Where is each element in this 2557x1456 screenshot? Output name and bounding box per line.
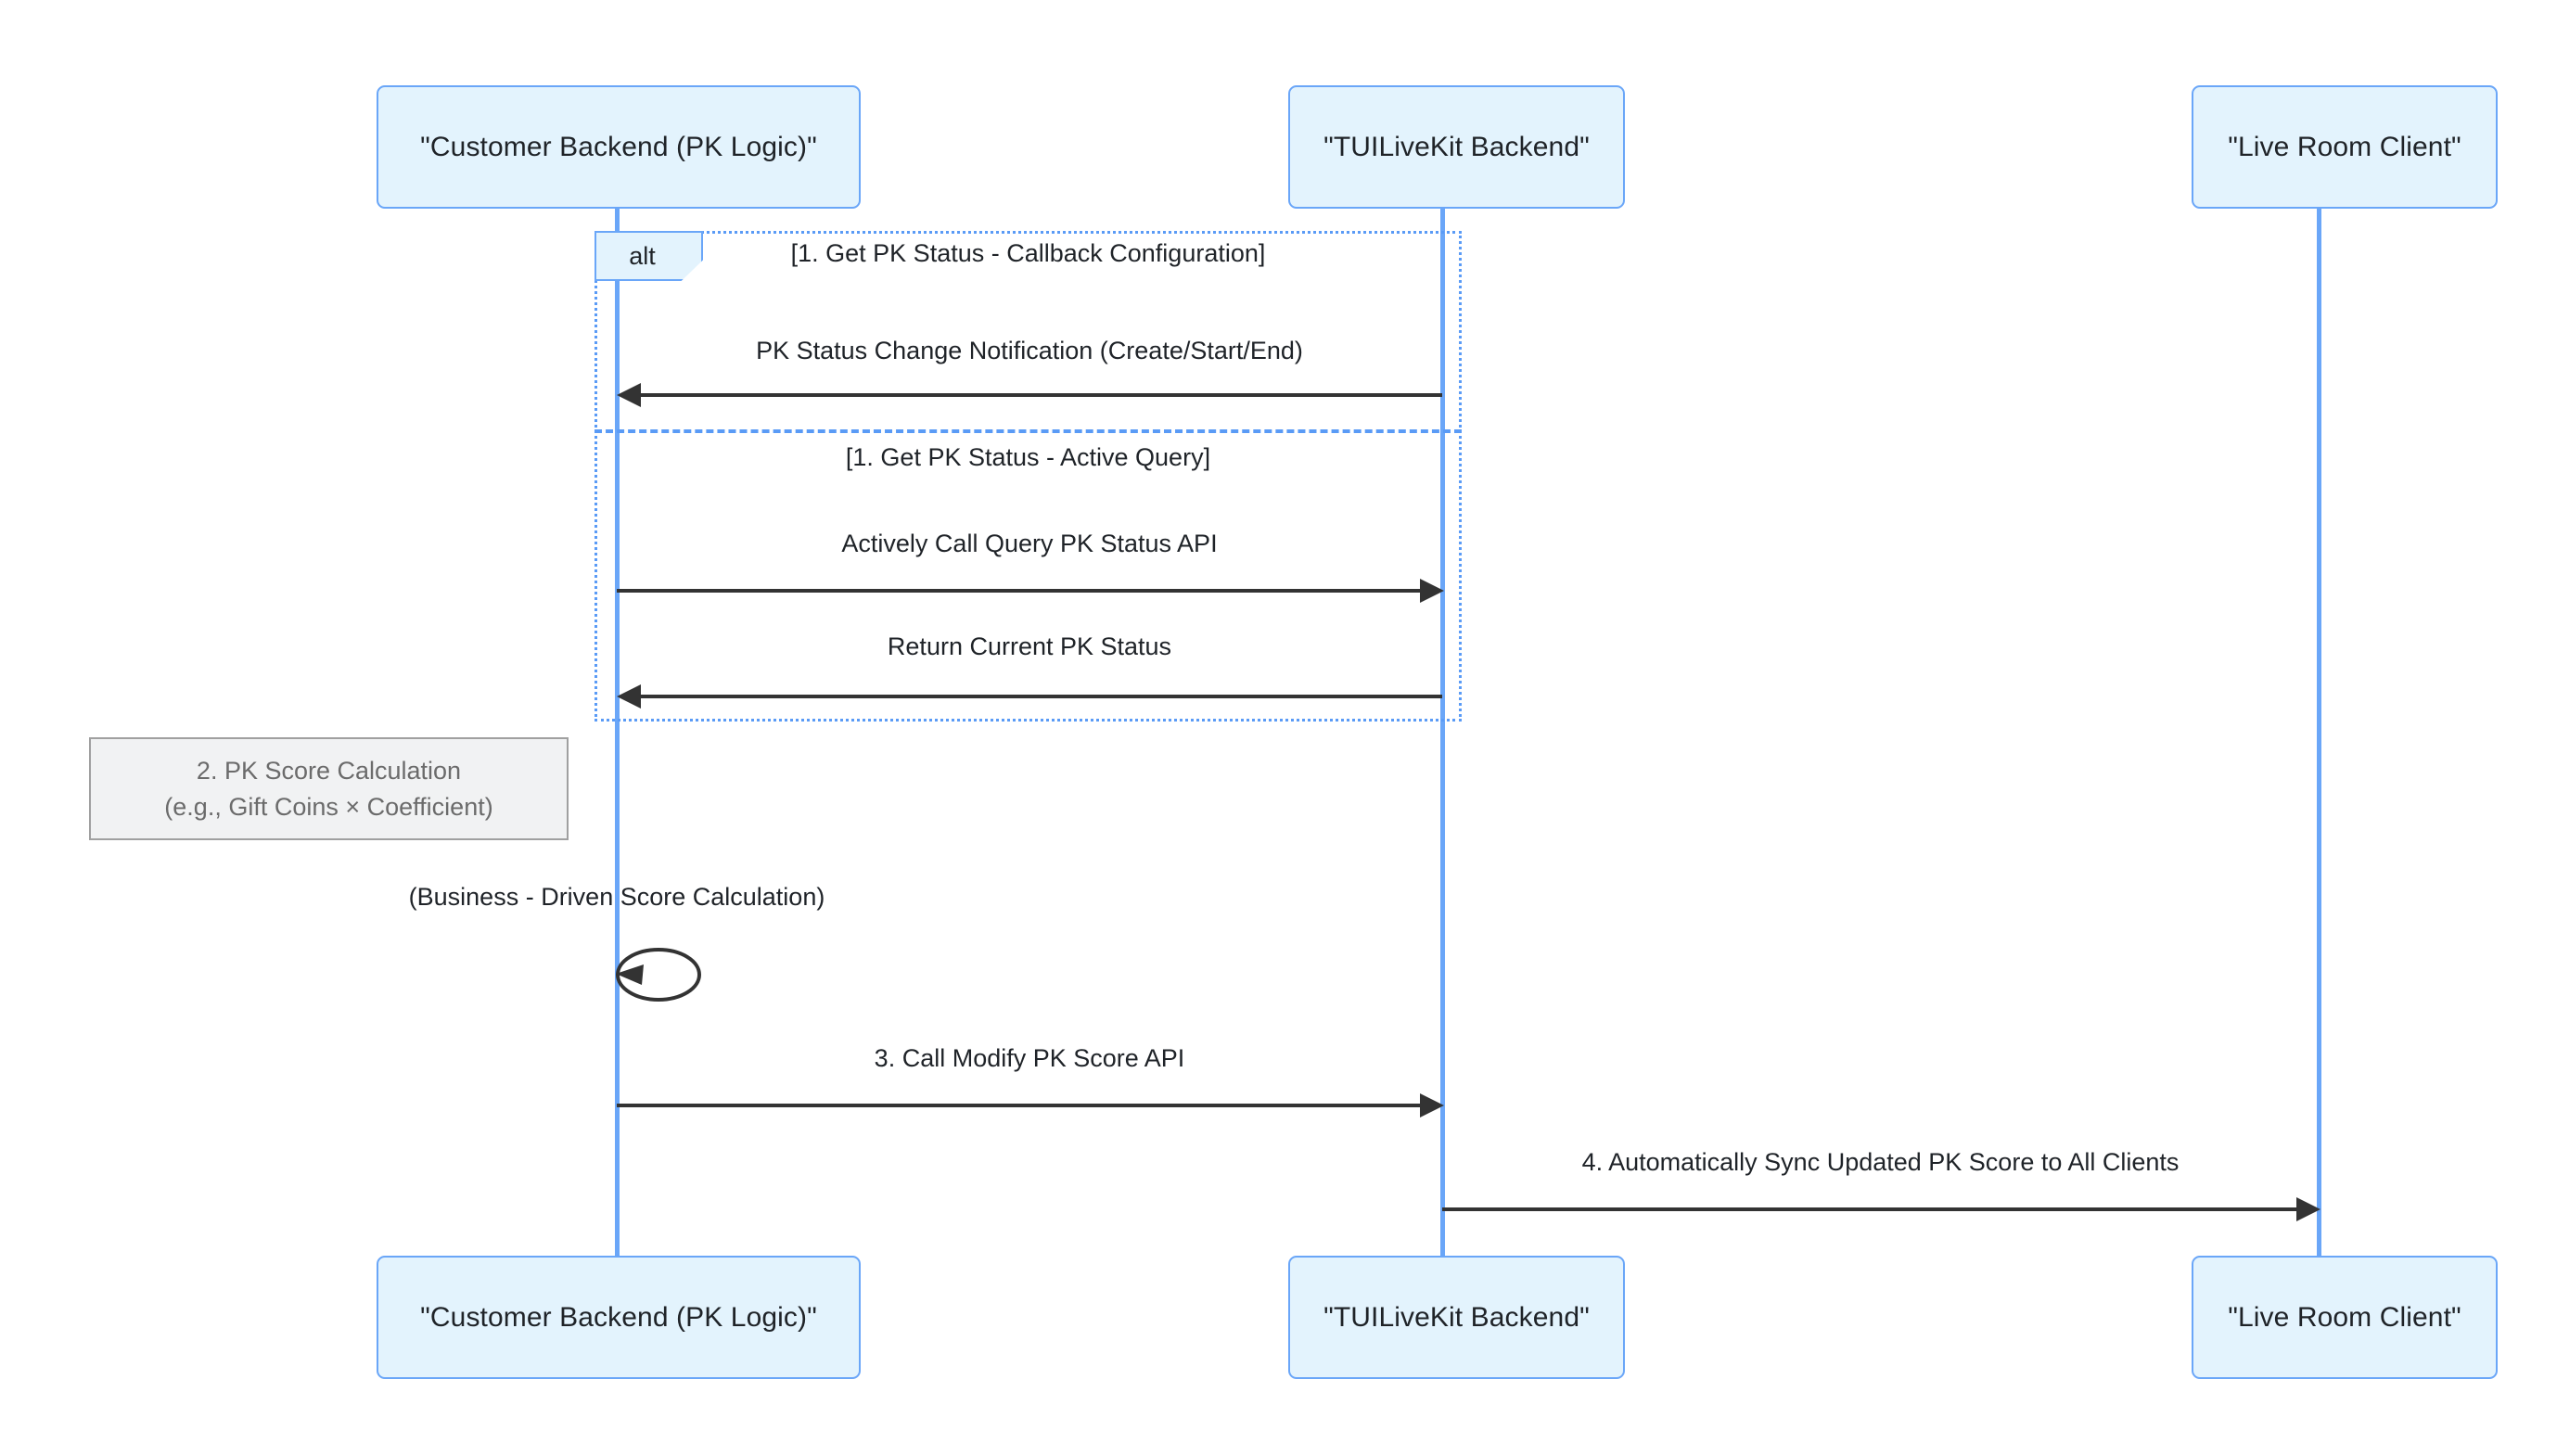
alt-branch-divider <box>595 429 1462 433</box>
participant-top-live-room-client[interactable]: "Live Room Client" <box>2192 85 2498 209</box>
arrow-head-right-5 <box>1420 1093 1444 1118</box>
message-line-5 <box>617 1104 1430 1107</box>
message-line-3 <box>629 695 1442 698</box>
message-text: 4. Automatically Sync Updated PK Score t… <box>1581 1148 2180 1176</box>
message-label-6: 4. Automatically Sync Updated PK Score t… <box>1442 1148 2319 1177</box>
participant-label: "Customer Backend (PK Logic)" <box>420 1301 817 1333</box>
participant-bottom-customer-backend[interactable]: "Customer Backend (PK Logic)" <box>377 1256 861 1379</box>
message-text: Actively Call Query PK Status API <box>841 530 1218 557</box>
alt-branch-condition-1: [1. Get PK Status - Callback Configurati… <box>595 239 1462 268</box>
message-text: Return Current PK Status <box>887 632 1172 660</box>
arrow-head-left-3 <box>617 684 641 709</box>
message-line-6 <box>1442 1207 2298 1211</box>
note-line-1: 2. PK Score Calculation <box>196 757 462 785</box>
note-line-2: (e.g., Gift Coins × Coefficient) <box>164 792 493 821</box>
participant-top-customer-backend[interactable]: "Customer Backend (PK Logic)" <box>377 85 861 209</box>
arrow-head-right-6 <box>2296 1197 2320 1221</box>
alt-tag-label: alt <box>629 241 656 270</box>
alt-branch-condition-2: [1. Get PK Status - Active Query] <box>595 443 1462 472</box>
participant-bottom-live-room-client[interactable]: "Live Room Client" <box>2192 1256 2498 1379</box>
alt-condition-text: [1. Get PK Status - Callback Configurati… <box>790 239 1266 267</box>
message-text: PK Status Change Notification (Create/St… <box>756 337 1303 364</box>
lifeline-tuilivekit-backend <box>1440 206 1445 1256</box>
lifeline-live-room-client <box>2317 206 2321 1256</box>
message-text: (Business - Driven Score Calculation) <box>408 883 825 911</box>
lifeline-customer-backend <box>615 206 620 1256</box>
participant-bottom-tuilivekit-backend[interactable]: "TUILiveKit Backend" <box>1288 1256 1625 1379</box>
participant-label: "Live Room Client" <box>2228 131 2461 162</box>
message-label-3: Return Current PK Status <box>617 632 1442 661</box>
participant-label: "TUILiveKit Backend" <box>1323 131 1590 162</box>
message-label-5: 3. Call Modify PK Score API <box>617 1044 1442 1073</box>
participant-label: "TUILiveKit Backend" <box>1323 1301 1590 1333</box>
participant-label: "Live Room Client" <box>2228 1301 2461 1333</box>
message-line-2 <box>617 589 1430 593</box>
message-label-2: Actively Call Query PK Status API <box>617 530 1442 558</box>
self-message-loop-icon <box>616 948 701 1002</box>
arrow-head-right-2 <box>1420 579 1444 603</box>
message-text: 3. Call Modify PK Score API <box>874 1044 1185 1072</box>
message-label-4-self: (Business - Driven Score Calculation) <box>377 883 857 912</box>
message-label-1: PK Status Change Notification (Create/St… <box>617 337 1442 365</box>
alt-condition-text: [1. Get PK Status - Active Query] <box>845 443 1211 471</box>
arrow-head-left-1 <box>617 383 641 407</box>
participant-top-tuilivekit-backend[interactable]: "TUILiveKit Backend" <box>1288 85 1625 209</box>
alt-fragment-box <box>595 231 1462 722</box>
participant-label: "Customer Backend (PK Logic)" <box>420 131 817 162</box>
message-line-1 <box>629 393 1442 397</box>
alt-fragment-tag: alt <box>595 231 703 281</box>
note-pk-score-calculation: 2. PK Score Calculation (e.g., Gift Coin… <box>89 737 569 840</box>
